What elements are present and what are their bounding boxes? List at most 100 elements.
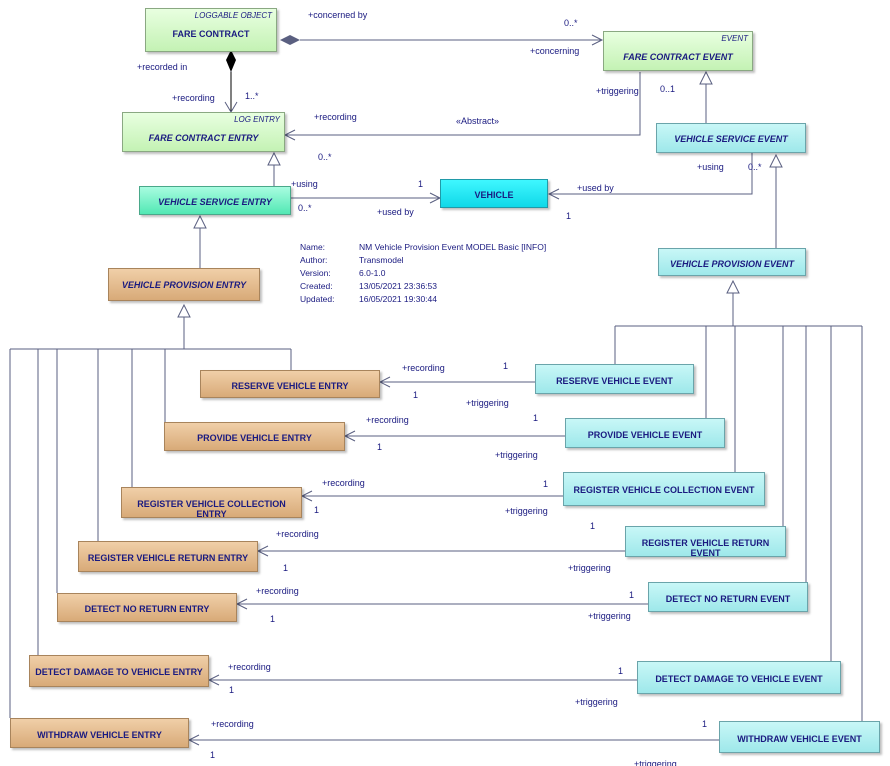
class-detect-damage-to-vehicle-entry[interactable]: DETECT DAMAGE TO VEHICLE ENTRY: [29, 655, 209, 687]
label-triggering: +triggering: [505, 506, 548, 516]
class-fare-contract-entry[interactable]: LOG ENTRY FARE CONTRACT ENTRY: [122, 112, 285, 152]
label-triggering: +triggering: [575, 697, 618, 707]
meta-key: Name:: [300, 242, 326, 252]
label-triggering: +triggering: [588, 611, 631, 621]
meta-key: Updated:: [300, 294, 335, 304]
label-multiplicity: 1: [377, 442, 382, 452]
label-multiplicity: 0..1: [660, 84, 675, 94]
class-reserve-vehicle-entry[interactable]: RESERVE VEHICLE ENTRY: [200, 370, 380, 398]
class-title: RESERVE VEHICLE EVENT: [556, 376, 673, 386]
class-vehicle[interactable]: VEHICLE: [440, 179, 548, 208]
meta-value: 13/05/2021 23:36:53: [359, 281, 437, 291]
label-recording: +recording: [228, 662, 271, 672]
class-vehicle-provision-entry[interactable]: VEHICLE PROVISION ENTRY: [108, 268, 260, 301]
class-title: REGISTER VEHICLE COLLECTION ENTRY: [137, 499, 286, 519]
class-title: FARE CONTRACT ENTRY: [148, 133, 259, 143]
label-recording: +recording: [322, 478, 365, 488]
class-title: PROVIDE VEHICLE ENTRY: [197, 433, 312, 443]
label-multiplicity: 1: [590, 521, 595, 531]
label-multiplicity: 0..*: [298, 203, 312, 213]
class-title: DETECT DAMAGE TO VEHICLE EVENT: [655, 674, 823, 684]
class-register-vehicle-collection-event[interactable]: REGISTER VEHICLE COLLECTION EVENT: [563, 472, 765, 506]
label-using: +using: [291, 179, 318, 189]
class-register-vehicle-collection-entry[interactable]: REGISTER VEHICLE COLLECTION ENTRY: [121, 487, 302, 519]
label-abstract: «Abstract»: [456, 116, 499, 126]
class-title: VEHICLE: [474, 190, 514, 200]
class-vehicle-provision-event[interactable]: VEHICLE PROVISION EVENT: [658, 248, 806, 276]
class-title: VEHICLE PROVISION ENTRY: [121, 280, 247, 290]
label-multiplicity: 1: [566, 211, 571, 221]
label-concerning: +concerning: [530, 46, 579, 56]
connector-abstract: [285, 72, 641, 136]
class-title: DETECT DAMAGE TO VEHICLE ENTRY: [35, 667, 203, 677]
stereotype-label: LOGGABLE OBJECT: [194, 11, 272, 20]
class-title: REGISTER VEHICLE RETURN ENTRY: [87, 553, 249, 563]
label-concerned-by: +concerned by: [308, 10, 368, 20]
class-title: VEHICLE PROVISION EVENT: [669, 259, 795, 269]
label-using: +using: [697, 162, 724, 172]
class-title: WITHDRAW VEHICLE EVENT: [737, 734, 862, 744]
label-multiplicity: 1: [314, 505, 319, 515]
label-multiplicity: 1..*: [245, 91, 259, 101]
label-multiplicity: 1: [418, 179, 423, 189]
label-multiplicity: 1: [533, 413, 538, 423]
connector-event-vehicle: [549, 153, 753, 195]
label-recording: +recording: [172, 93, 215, 103]
label-used-by: +used by: [377, 207, 414, 217]
class-fare-contract-event[interactable]: EVENT FARE CONTRACT EVENT: [603, 31, 753, 71]
label-recording: +recording: [314, 112, 357, 122]
class-reserve-vehicle-event[interactable]: RESERVE VEHICLE EVENT: [535, 364, 694, 394]
class-register-vehicle-return-event[interactable]: REGISTER VEHICLE RETURN EVENT: [625, 526, 786, 558]
label-triggering: +triggering: [568, 563, 611, 573]
class-title: REGISTER VEHICLE RETURN EVENT: [641, 538, 770, 558]
label-multiplicity: 0..*: [564, 18, 578, 28]
meta-value: 16/05/2021 19:30:44: [359, 294, 437, 304]
diagram-metadata: Name: NM Vehicle Provision Event MODEL Ba…: [300, 241, 546, 306]
class-title: FARE CONTRACT EVENT: [623, 52, 733, 62]
meta-key: Author:: [300, 255, 328, 265]
class-register-vehicle-return-entry[interactable]: REGISTER VEHICLE RETURN ENTRY: [78, 541, 258, 572]
label-recording: +recording: [256, 586, 299, 596]
label-multiplicity: 1: [543, 479, 548, 489]
label-multiplicity: 1: [503, 361, 508, 371]
label-used-by: +used by: [577, 183, 614, 193]
class-fare-contract[interactable]: LOGGABLE OBJECT FARE CONTRACT: [145, 8, 277, 52]
meta-value: 6.0-1.0: [359, 268, 386, 278]
label-triggering: +triggering: [495, 450, 538, 460]
class-detect-no-return-entry[interactable]: DETECT NO RETURN ENTRY: [57, 593, 237, 622]
class-title: PROVIDE VEHICLE EVENT: [587, 430, 703, 440]
label-multiplicity: 1: [702, 719, 707, 729]
label-triggering: +triggering: [634, 759, 677, 766]
meta-value: Transmodel: [359, 255, 404, 265]
class-title: VEHICLE SERVICE ENTRY: [158, 197, 272, 207]
label-multiplicity: 1: [229, 685, 234, 695]
class-provide-vehicle-entry[interactable]: PROVIDE VEHICLE ENTRY: [164, 422, 345, 451]
stereotype-label: LOG ENTRY: [234, 115, 280, 124]
class-vehicle-service-event[interactable]: VEHICLE SERVICE EVENT: [656, 123, 806, 153]
class-detect-damage-to-vehicle-event[interactable]: DETECT DAMAGE TO VEHICLE EVENT: [637, 661, 841, 694]
class-title: REGISTER VEHICLE COLLECTION EVENT: [573, 485, 755, 495]
label-recording: +recording: [276, 529, 319, 539]
label-multiplicity: 1: [413, 390, 418, 400]
label-recording: +recording: [402, 363, 445, 373]
label-multiplicity: 1: [618, 666, 623, 676]
class-detect-no-return-event[interactable]: DETECT NO RETURN EVENT: [648, 582, 808, 612]
label-recording: +recording: [366, 415, 409, 425]
class-vehicle-service-entry[interactable]: VEHICLE SERVICE ENTRY: [139, 186, 291, 215]
class-withdraw-vehicle-event[interactable]: WITHDRAW VEHICLE EVENT: [719, 721, 880, 753]
meta-value: NM Vehicle Provision Event MODEL Basic […: [359, 242, 547, 252]
label-recording: +recording: [211, 719, 254, 729]
class-title: DETECT NO RETURN ENTRY: [84, 604, 210, 614]
label-triggering: +triggering: [466, 398, 509, 408]
class-withdraw-vehicle-entry[interactable]: WITHDRAW VEHICLE ENTRY: [10, 718, 189, 748]
meta-key: Created:: [300, 281, 333, 291]
label-multiplicity: 0..*: [318, 152, 332, 162]
label-triggering: +triggering: [596, 86, 639, 96]
label-multiplicity: 1: [629, 590, 634, 600]
label-multiplicity: 1: [283, 563, 288, 573]
class-provide-vehicle-event[interactable]: PROVIDE VEHICLE EVENT: [565, 418, 725, 448]
stereotype-label: EVENT: [721, 34, 748, 43]
label-multiplicity: 1: [270, 614, 275, 624]
